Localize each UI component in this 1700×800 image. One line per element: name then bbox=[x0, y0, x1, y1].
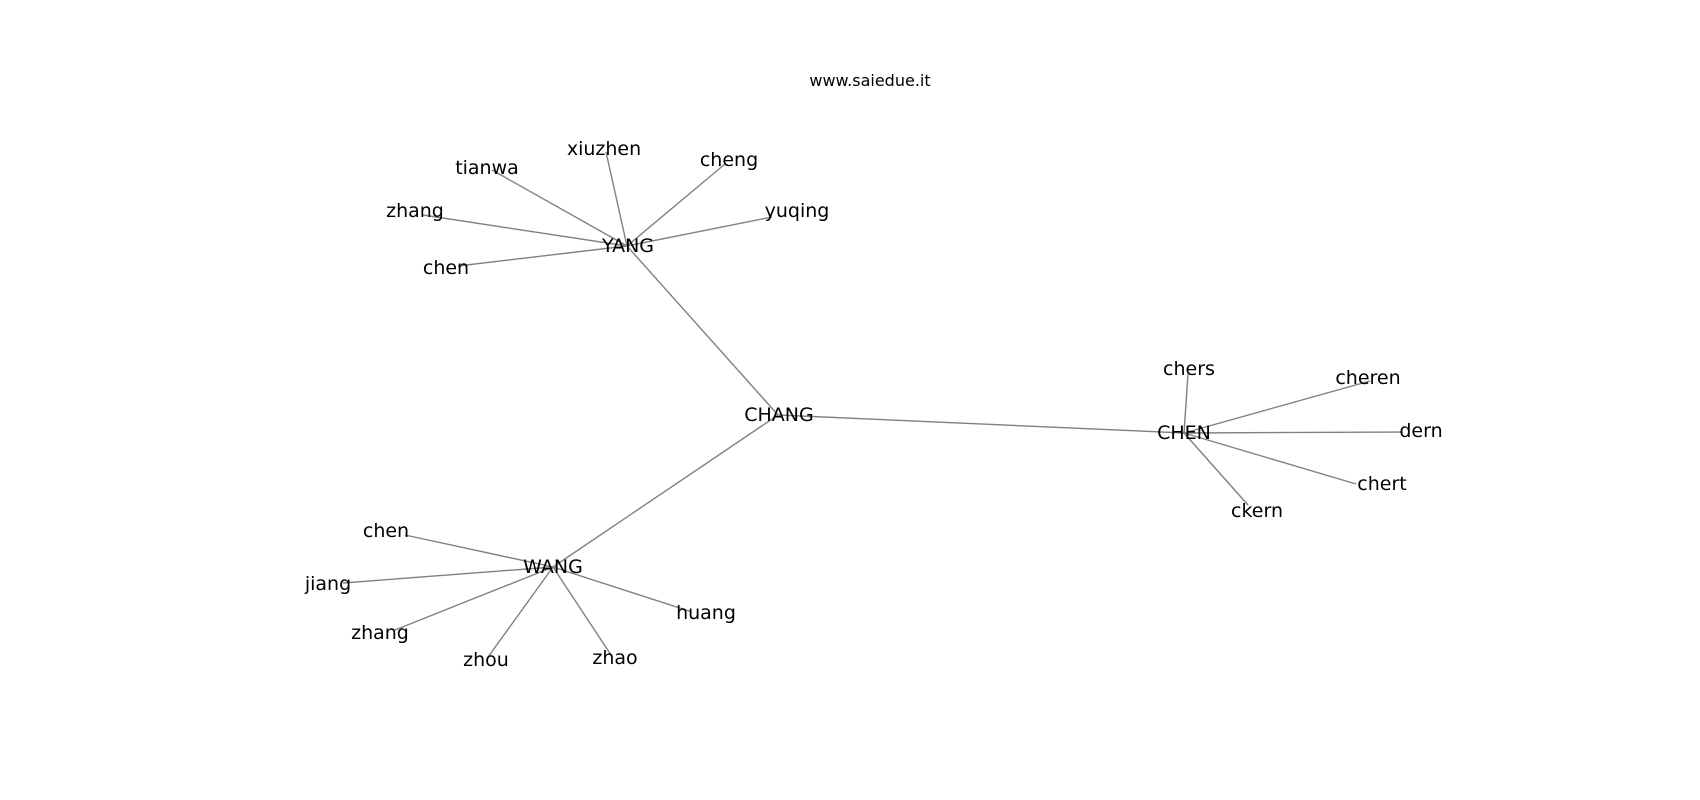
edge-chen-chen_chert bbox=[1183, 432, 1357, 485]
node-label-yang-xiuzhen: xiuzhen bbox=[567, 138, 641, 160]
edge-chen-chen_chers bbox=[1183, 373, 1189, 434]
edge-chen-chen_cheren bbox=[1183, 380, 1371, 434]
node-label-chen: CHEN bbox=[1157, 422, 1211, 444]
edge-wang-wang_zhao bbox=[552, 566, 612, 656]
edge-chang-yang bbox=[626, 245, 779, 416]
edge-yang-yang_xiuzhen bbox=[605, 151, 628, 247]
node-label-wang: WANG bbox=[523, 556, 583, 578]
edge-chen-chen_dern bbox=[1183, 431, 1404, 434]
node-label-wang-zhao: zhao bbox=[592, 647, 637, 669]
node-label-wang-zhou: zhou bbox=[463, 649, 509, 671]
node-label-yang-zhang: zhang bbox=[386, 200, 444, 222]
node-label-yang-chen: chen bbox=[423, 257, 469, 279]
node-label-wang-jiang: jiang bbox=[304, 573, 351, 595]
edge-yang-yang_yuqing bbox=[626, 216, 773, 247]
node-label-chen-ckern: ckern bbox=[1231, 500, 1283, 522]
node-label-wang-zhang: zhang bbox=[351, 622, 409, 644]
edge-chang-chen bbox=[777, 414, 1185, 434]
node-label-chang: CHANG bbox=[744, 404, 814, 426]
edges-layer bbox=[342, 151, 1404, 658]
edge-yang-yang_cheng bbox=[626, 163, 726, 247]
node-label-yang: YANG bbox=[601, 235, 654, 257]
edge-wang-wang_zhou bbox=[487, 566, 554, 658]
node-label-wang-chen: chen bbox=[363, 520, 409, 542]
edge-yang-yang_zhang bbox=[422, 214, 628, 247]
edge-wang-wang_zhang bbox=[394, 566, 554, 631]
node-label-chen-cheren: cheren bbox=[1335, 367, 1400, 389]
edge-wang-wang_chen bbox=[404, 534, 554, 568]
node-label-wang-huang: huang bbox=[676, 602, 736, 624]
edge-wang-wang_jiang bbox=[342, 566, 554, 584]
node-label-yang-tianwa: tianwa bbox=[455, 157, 519, 179]
node-label-yang-yuqing: yuqing bbox=[765, 200, 830, 222]
edge-yang-yang_tianwa bbox=[491, 169, 628, 247]
graph-title: www.saiedue.it bbox=[809, 71, 931, 90]
node-label-chen-dern: dern bbox=[1399, 420, 1442, 442]
edge-chen-chen_ckern bbox=[1183, 432, 1249, 506]
labels-layer: CHANG YANG WANG CHEN xiuzhen cheng tianwa yuqin… bbox=[304, 138, 1443, 671]
node-label-yang-cheng: cheng bbox=[700, 149, 758, 171]
node-label-chen-chers: chers bbox=[1163, 358, 1215, 380]
edge-yang-yang_chen bbox=[457, 245, 628, 267]
node-label-chen-chert: chert bbox=[1357, 473, 1406, 495]
edge-chang-wang bbox=[552, 414, 779, 568]
edge-wang-wang_huang bbox=[552, 566, 693, 613]
